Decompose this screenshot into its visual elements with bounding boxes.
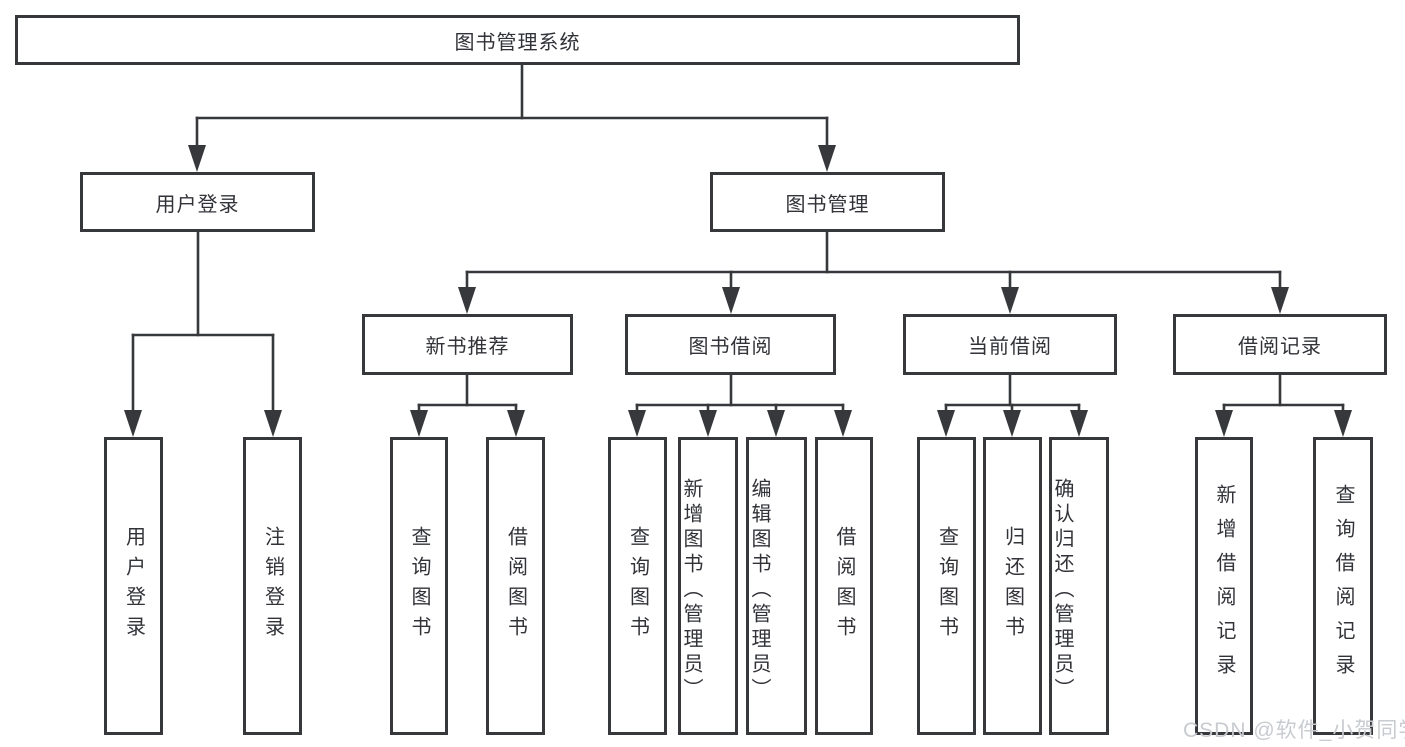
node-book-management-label: 图书管理 bbox=[785, 193, 870, 216]
leaf-borrow-add-admin-label: 新增图书（管理员） bbox=[680, 477, 702, 703]
leaf-newbook-query-label: 查询图书 bbox=[408, 526, 430, 646]
leaf-borrow-edit-admin: 编辑图书（管理员） bbox=[746, 437, 807, 735]
leaf-borrow-query-label: 查询图书 bbox=[626, 526, 649, 646]
node-user-login-label: 用户登录 bbox=[155, 193, 240, 216]
leaf-newbook-borrow-label: 借阅图书 bbox=[504, 526, 527, 646]
leaf-user-login-label: 用户登录 bbox=[122, 526, 145, 646]
leaf-current-query-label: 查询图书 bbox=[935, 526, 958, 646]
leaf-user-logout: 注销登录 bbox=[243, 437, 302, 735]
node-new-book-recommend-label: 新书推荐 bbox=[425, 336, 510, 358]
leaf-user-login: 用户登录 bbox=[104, 437, 163, 735]
leaf-borrow-borrow-label: 借阅图书 bbox=[833, 526, 855, 646]
leaf-record-query: 查询借阅记录 bbox=[1313, 437, 1373, 735]
leaf-borrow-query: 查询图书 bbox=[608, 437, 667, 735]
node-borrowing-records-label: 借阅记录 bbox=[1238, 336, 1322, 358]
leaf-newbook-query: 查询图书 bbox=[390, 437, 448, 735]
leaf-current-return-label: 归还图书 bbox=[1001, 526, 1024, 646]
leaf-current-confirm-admin: 确认归还（管理员） bbox=[1049, 437, 1109, 735]
node-current-borrowing-label: 当前借阅 bbox=[968, 336, 1052, 358]
leaf-record-add-label: 新增借阅记录 bbox=[1213, 484, 1235, 688]
csdn-watermark: CSDN @软件_小贺同学 bbox=[1183, 719, 1405, 742]
leaf-current-confirm-admin-label: 确认归还（管理员） bbox=[1051, 477, 1073, 703]
node-current-borrowing: 当前借阅 bbox=[903, 314, 1117, 375]
leaf-current-query: 查询图书 bbox=[917, 437, 976, 735]
node-book-management: 图书管理 bbox=[710, 172, 945, 232]
leaf-current-return: 归还图书 bbox=[983, 437, 1042, 735]
leaf-borrow-borrow: 借阅图书 bbox=[815, 437, 873, 735]
leaf-borrow-edit-admin-label: 编辑图书（管理员） bbox=[748, 477, 770, 703]
node-new-book-recommend: 新书推荐 bbox=[362, 314, 573, 375]
node-root: 图书管理系统 bbox=[15, 15, 1020, 65]
node-book-borrowing: 图书借阅 bbox=[625, 314, 836, 375]
node-borrowing-records: 借阅记录 bbox=[1173, 314, 1387, 375]
leaf-borrow-add-admin: 新增图书（管理员） bbox=[678, 437, 738, 735]
leaf-record-query-label: 查询借阅记录 bbox=[1332, 484, 1354, 688]
leaf-newbook-borrow: 借阅图书 bbox=[486, 437, 545, 735]
node-user-login: 用户登录 bbox=[80, 172, 315, 232]
leaf-user-logout-label: 注销登录 bbox=[261, 526, 284, 646]
node-root-label: 图书管理系统 bbox=[454, 31, 581, 54]
leaf-record-add: 新增借阅记录 bbox=[1195, 437, 1253, 735]
node-book-borrowing-label: 图书借阅 bbox=[688, 336, 773, 358]
